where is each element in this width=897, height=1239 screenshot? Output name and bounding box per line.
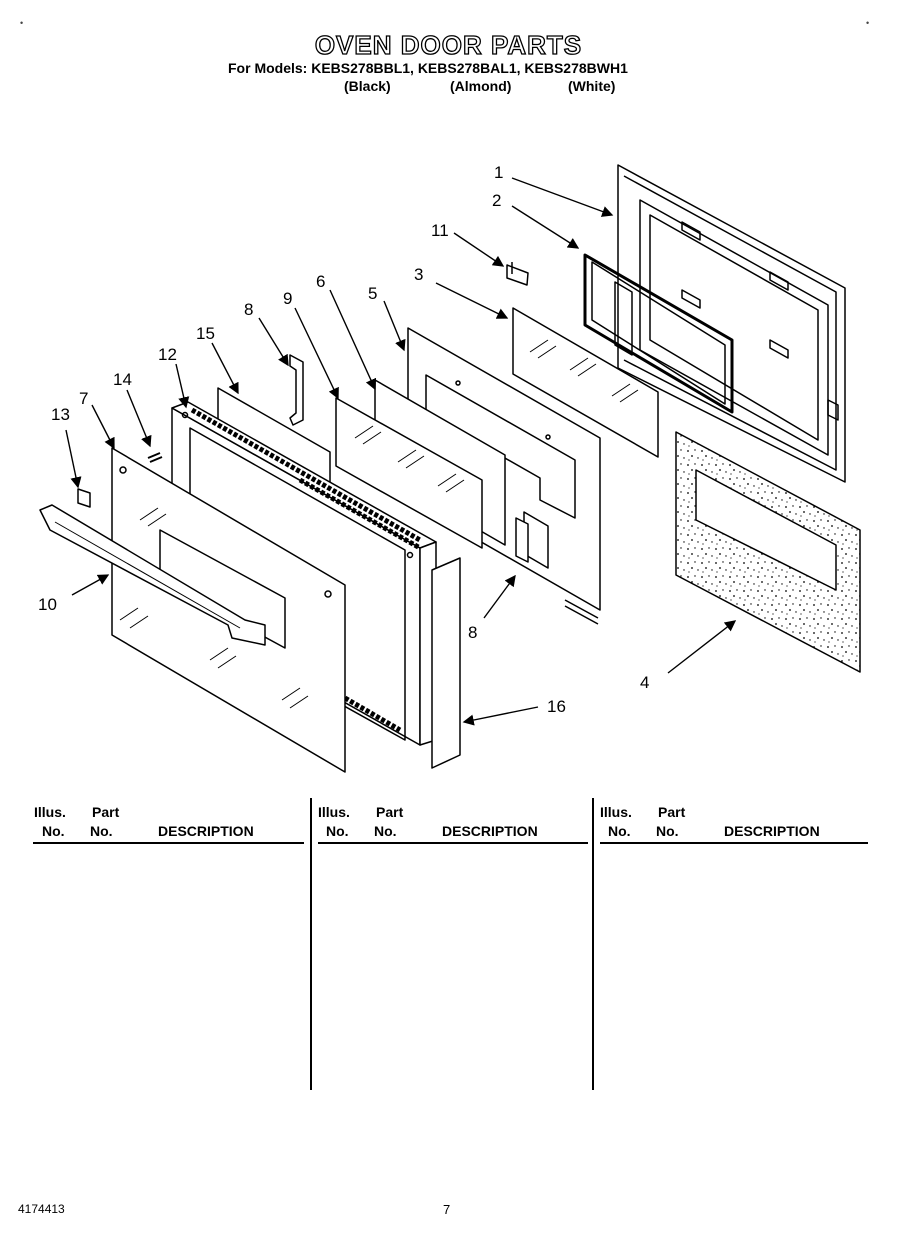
- callout-12: 12: [158, 345, 177, 364]
- part-14-screw: [147, 452, 163, 463]
- col3-rule: [600, 842, 868, 844]
- callout-1: 1: [494, 163, 503, 182]
- col1-part-label: Part: [92, 804, 120, 820]
- callout-8-lower: 8: [468, 623, 477, 642]
- callout-16: 16: [547, 697, 566, 716]
- callout-9: 9: [283, 289, 292, 308]
- callout-11: 11: [431, 221, 449, 240]
- col3-illus-no-label: No.: [608, 823, 631, 839]
- callout-4: 4: [640, 673, 649, 692]
- callout-6: 6: [316, 272, 325, 291]
- col1-illus-label: Illus.: [34, 804, 66, 820]
- color-white: (White): [568, 78, 616, 94]
- col2-part-no-label: No.: [374, 823, 397, 839]
- page-number: 7: [443, 1202, 451, 1217]
- col1-part-no-label: No.: [90, 823, 113, 839]
- callout-10: 10: [38, 595, 57, 614]
- col2-illus-no-label: No.: [326, 823, 349, 839]
- color-black: (Black): [344, 78, 391, 94]
- part-10-handle: [39, 504, 266, 646]
- callout-8-upper: 8: [244, 300, 253, 319]
- col3-description-label: DESCRIPTION: [724, 823, 820, 839]
- callout-2: 2: [492, 191, 501, 210]
- col3-illus-label: Illus.: [600, 804, 632, 820]
- col2-rule: [318, 842, 588, 844]
- part-9-middle-glass: [335, 397, 483, 549]
- col3-part-label: Part: [658, 804, 686, 820]
- part-8-bracket-upper: [289, 354, 304, 426]
- col2-illus-label: Illus.: [318, 804, 350, 820]
- models-line: For Models: KEBS278BBL1, KEBS278BAL1, KE…: [228, 60, 628, 76]
- col2-part-label: Part: [376, 804, 404, 820]
- corner-mark: •: [20, 18, 24, 28]
- part-13-clip: [77, 488, 91, 508]
- col1-description-label: DESCRIPTION: [158, 823, 254, 839]
- exploded-parts-diagram: 1 2 3 4 5 6 7 8 8 9 10 11 12 13 14 15 16: [38, 163, 861, 773]
- part-16-side-trim: [431, 557, 461, 769]
- callout-14: 14: [113, 370, 132, 389]
- callout-7: 7: [79, 389, 88, 408]
- column-divider: [310, 798, 312, 1090]
- part-4-insulation: [675, 431, 861, 673]
- callout-15: 15: [196, 324, 215, 343]
- col1-rule: [33, 842, 304, 844]
- col1-illus-no-label: No.: [42, 823, 65, 839]
- column-divider: [592, 798, 594, 1090]
- part-11-clip: [506, 262, 529, 286]
- part-2-gasket-frame: [583, 253, 734, 414]
- callout-5: 5: [368, 284, 377, 303]
- part-3-inner-glass: [512, 307, 659, 458]
- page-title: OVEN DOOR PARTS: [314, 29, 583, 60]
- col3-part-no-label: No.: [656, 823, 679, 839]
- callout-13: 13: [51, 405, 70, 424]
- callout-3: 3: [414, 265, 423, 284]
- color-almond: (Almond): [450, 78, 512, 94]
- col2-description-label: DESCRIPTION: [442, 823, 538, 839]
- document-number: 4174413: [18, 1202, 65, 1216]
- part-1-inner-door-panel: [617, 164, 846, 483]
- corner-mark: •: [866, 18, 870, 28]
